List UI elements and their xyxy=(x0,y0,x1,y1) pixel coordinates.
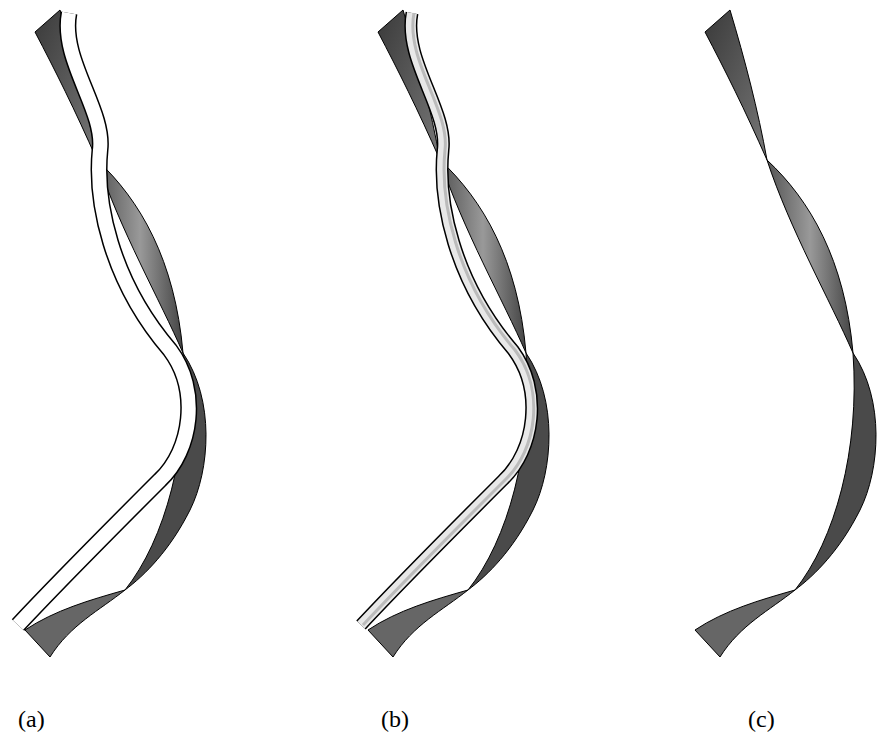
panel-label: (b) xyxy=(381,706,409,733)
panel-label: (c) xyxy=(748,706,775,733)
panel-label: (a) xyxy=(18,706,45,733)
